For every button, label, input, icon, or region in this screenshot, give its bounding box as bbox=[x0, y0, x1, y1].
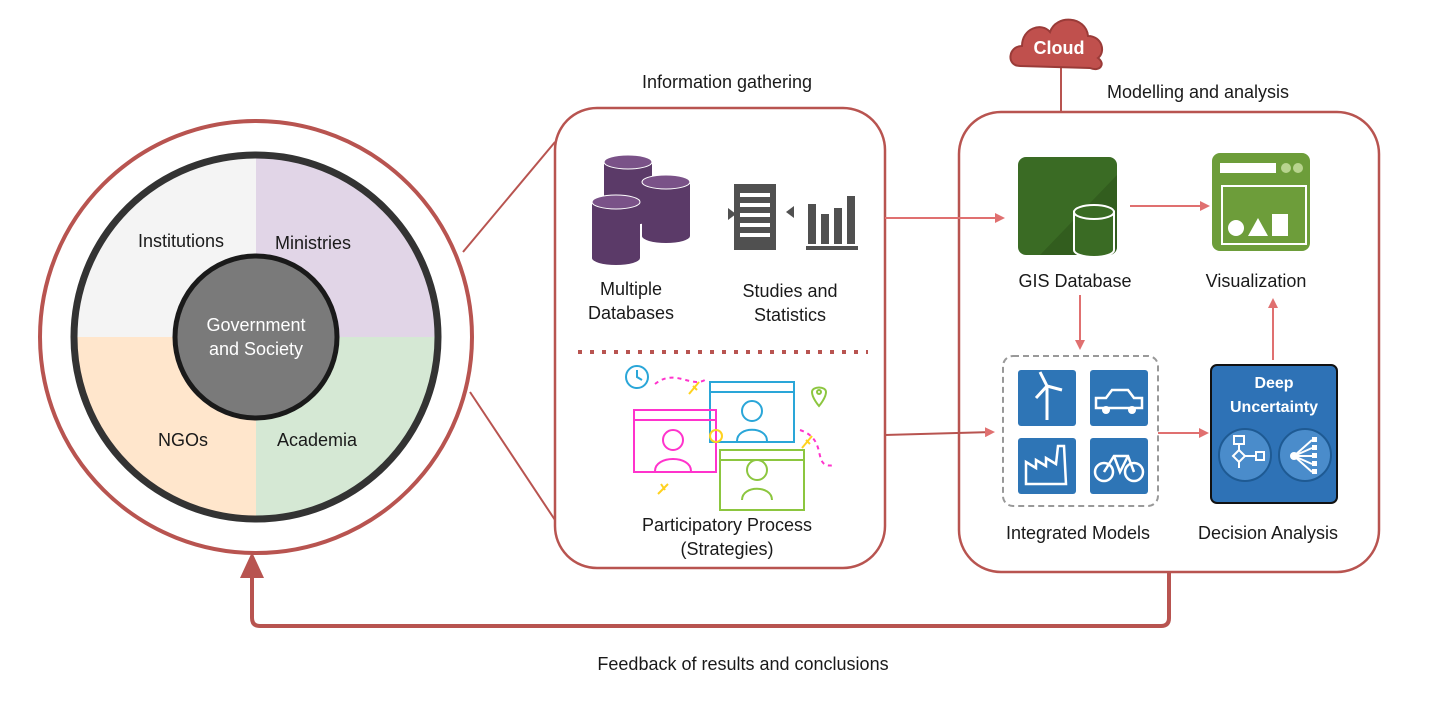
feedback-loop bbox=[250, 570, 1171, 628]
participatory-label: Participatory Process (Strategies) bbox=[641, 515, 813, 559]
connector-line-top bbox=[462, 141, 556, 253]
integrated-models-group bbox=[1002, 355, 1159, 507]
feedback-label: Feedback of results and conclusions bbox=[597, 654, 889, 674]
feedback-arrowhead bbox=[240, 552, 264, 578]
visualization-icon bbox=[1212, 153, 1310, 251]
participatory-icon bbox=[625, 365, 836, 511]
models-dashed-frame bbox=[1002, 355, 1159, 507]
stakeholder-ring bbox=[70, 151, 442, 523]
document-icon bbox=[728, 184, 776, 250]
factory-chip bbox=[1018, 438, 1076, 494]
visualization-label: Visualization bbox=[1205, 271, 1307, 291]
center-label: Government and Society bbox=[206, 315, 306, 359]
decision-analysis-label: Decision Analysis bbox=[1197, 523, 1339, 543]
ministries-label: Ministries bbox=[275, 233, 352, 253]
modelling-title: Modelling and analysis bbox=[1106, 82, 1290, 102]
academia-label: Academia bbox=[277, 430, 358, 450]
multiple-databases-label: Multiple Databases bbox=[587, 279, 675, 323]
center-circle bbox=[172, 253, 340, 421]
studies-statistics-label: Studies and Statistics bbox=[742, 281, 838, 325]
deep-uncertainty-label: Deep Uncertainty bbox=[1229, 375, 1319, 416]
information-gathering-title: Information gathering bbox=[641, 72, 813, 92]
arrow-participatory-to-models bbox=[884, 427, 995, 438]
gis-database-label: GIS Database bbox=[1018, 271, 1132, 291]
institutions-label: Institutions bbox=[138, 231, 225, 251]
integrated-models-label: Integrated Models bbox=[1005, 523, 1151, 543]
ngos-label: NGOs bbox=[158, 430, 209, 450]
database-icon bbox=[591, 154, 691, 265]
bicycle-chip bbox=[1090, 438, 1148, 494]
gis-database-icon bbox=[1018, 157, 1117, 258]
wind-turbine-chip bbox=[1018, 370, 1076, 426]
connector-line-bottom bbox=[469, 391, 556, 521]
cloud-icon bbox=[1009, 18, 1104, 70]
cloud-label: Cloud bbox=[1033, 38, 1085, 58]
bar-chart-icon bbox=[786, 196, 858, 250]
car-chip bbox=[1090, 370, 1148, 426]
deep-uncertainty-icon bbox=[1210, 364, 1338, 504]
stakeholder-circle bbox=[38, 119, 474, 555]
